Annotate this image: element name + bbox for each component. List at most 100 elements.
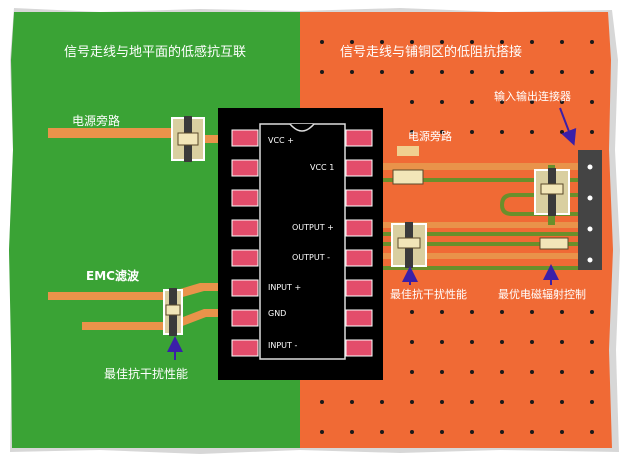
chip-pin bbox=[231, 219, 259, 237]
via-dot bbox=[470, 40, 474, 44]
via-dot bbox=[440, 70, 444, 74]
via-dot bbox=[320, 70, 324, 74]
via-dot bbox=[560, 370, 564, 374]
via-dot bbox=[410, 70, 414, 74]
right-title: 信号走线与铺铜区的低阻抗搭接 bbox=[340, 44, 522, 60]
chip-pin bbox=[345, 339, 373, 357]
via-dot bbox=[530, 130, 534, 134]
via-dot bbox=[410, 340, 414, 344]
via-dot bbox=[470, 310, 474, 314]
io-connector bbox=[578, 150, 602, 270]
via-dot bbox=[560, 100, 564, 104]
via-dot bbox=[440, 130, 444, 134]
via-dot bbox=[410, 40, 414, 44]
via-dot bbox=[530, 430, 534, 434]
via-dot bbox=[440, 310, 444, 314]
chip-pins-right bbox=[345, 129, 373, 357]
via-dot bbox=[440, 400, 444, 404]
via-dot bbox=[590, 100, 594, 104]
via-dot bbox=[410, 370, 414, 374]
emc-filter-label: EMC滤波 bbox=[86, 268, 140, 283]
via-dot bbox=[470, 400, 474, 404]
pin-label-vcc-1: VCC 1 bbox=[310, 163, 334, 172]
via-dot bbox=[590, 40, 594, 44]
via-dot bbox=[590, 400, 594, 404]
via-dot bbox=[470, 430, 474, 434]
chip-pin bbox=[345, 219, 373, 237]
bypass-capacitor-left bbox=[171, 116, 205, 162]
via-dot bbox=[590, 430, 594, 434]
io-connector-label: 输入输出连接器 bbox=[494, 89, 571, 103]
chip-pins-left bbox=[231, 129, 259, 357]
via-dot bbox=[530, 310, 534, 314]
via-dot bbox=[350, 400, 354, 404]
via-dot bbox=[320, 430, 324, 434]
chip-pin bbox=[345, 129, 373, 147]
best-immunity-label-left: 最佳抗干扰性能 bbox=[104, 366, 188, 381]
chip-pin bbox=[345, 159, 373, 177]
via-dot bbox=[500, 130, 504, 134]
via-dot bbox=[530, 370, 534, 374]
via-dot bbox=[440, 370, 444, 374]
best-emc-label: 最优电磁辐射控制 bbox=[498, 287, 586, 301]
via-dot bbox=[350, 430, 354, 434]
via-dot bbox=[560, 130, 564, 134]
via-dot bbox=[560, 340, 564, 344]
ic-chip bbox=[218, 108, 383, 380]
via-dot bbox=[410, 400, 414, 404]
chip-pin bbox=[231, 129, 259, 147]
via-dot bbox=[590, 310, 594, 314]
via-dot bbox=[410, 130, 414, 134]
right-traces bbox=[380, 163, 580, 270]
via-dot bbox=[380, 430, 384, 434]
via-dot bbox=[470, 70, 474, 74]
via-dot bbox=[470, 130, 474, 134]
pin-label-vcc-plus: VCC + bbox=[268, 136, 294, 145]
chip-pin bbox=[231, 279, 259, 297]
via-dot bbox=[440, 40, 444, 44]
via-dot bbox=[590, 70, 594, 74]
power-bypass-label-right: 电源旁路 bbox=[408, 129, 452, 143]
via-dot bbox=[380, 400, 384, 404]
via-dot bbox=[440, 340, 444, 344]
via-dot bbox=[320, 40, 324, 44]
via-dot bbox=[500, 70, 504, 74]
via-dot bbox=[440, 430, 444, 434]
via-dot bbox=[560, 400, 564, 404]
pin-label-gnd: GND bbox=[268, 309, 286, 318]
via-dot bbox=[560, 430, 564, 434]
chip-pin bbox=[345, 189, 373, 207]
via-dot bbox=[530, 400, 534, 404]
power-bypass-label-left: 电源旁路 bbox=[72, 113, 120, 128]
via-dot bbox=[380, 70, 384, 74]
via-dot bbox=[500, 100, 504, 104]
annotation-arrows bbox=[167, 107, 577, 360]
via-dot bbox=[410, 310, 414, 314]
via-dot bbox=[500, 430, 504, 434]
via-dot bbox=[590, 340, 594, 344]
right-components bbox=[391, 146, 570, 268]
via-dot bbox=[590, 370, 594, 374]
via-dot bbox=[350, 40, 354, 44]
pin-label-input-minus: INPUT - bbox=[268, 341, 297, 350]
via-dot bbox=[590, 130, 594, 134]
chip-pin bbox=[231, 309, 259, 327]
via-dot bbox=[560, 70, 564, 74]
left-title: 信号走线与地平面的低感抗互联 bbox=[64, 44, 246, 60]
chip-pin bbox=[231, 159, 259, 177]
emc-filter-components bbox=[163, 288, 183, 336]
via-dot bbox=[470, 340, 474, 344]
pin-labels: VCC + VCC 1 OUTPUT + OUTPUT - INPUT + GN… bbox=[268, 136, 334, 350]
chip-pin bbox=[231, 189, 259, 207]
via-dot bbox=[440, 100, 444, 104]
via-dot bbox=[410, 430, 414, 434]
pin-label-output-minus: OUTPUT - bbox=[292, 253, 330, 262]
best-immunity-label-right: 最佳抗干扰性能 bbox=[390, 287, 467, 301]
via-dot bbox=[380, 40, 384, 44]
via-dot bbox=[350, 70, 354, 74]
via-dot bbox=[530, 100, 534, 104]
via-dot bbox=[530, 340, 534, 344]
via-dot bbox=[470, 100, 474, 104]
